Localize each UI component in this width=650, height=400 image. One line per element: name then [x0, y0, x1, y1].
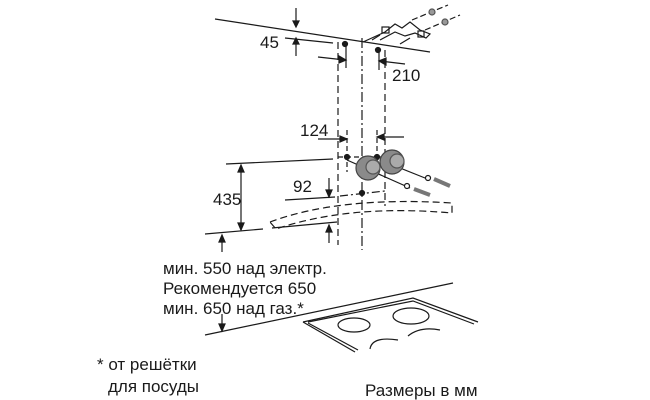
dim-45-arrows — [292, 8, 300, 56]
dim-435 — [204, 158, 334, 235]
note-recommended: Рекомендуется 650 — [163, 279, 317, 298]
wall-bracket-icon — [362, 21, 432, 45]
dim-124-arrows — [318, 130, 404, 172]
note-gas: мин. 650 над газ.* — [163, 299, 304, 318]
hood-outline — [268, 200, 453, 230]
dim-210-arrows — [317, 44, 406, 70]
guide-lines — [337, 42, 386, 245]
extension-line-45 — [284, 37, 334, 44]
worktop-line — [204, 282, 454, 336]
wall-plugs-icon — [346, 149, 451, 197]
dim-label-210: 210 — [392, 66, 421, 85]
ceiling-line — [214, 18, 431, 53]
dim-92 — [271, 178, 386, 243]
dim-label-45: 45 — [260, 33, 279, 52]
footnote-line1: * от решётки — [97, 355, 197, 374]
dim-label-92: 92 — [293, 177, 312, 196]
dim-label-124: 124 — [300, 121, 329, 140]
dim-cooktop-distance — [218, 233, 226, 333]
note-electric: мин. 550 над электр. — [163, 259, 327, 278]
screws-top-icon — [411, 4, 461, 31]
units-note: Размеры в мм — [365, 381, 478, 400]
dim-label-435: 435 — [213, 190, 242, 209]
footnote-line2: для посуды — [108, 377, 200, 396]
cooktop-icon — [302, 297, 479, 353]
